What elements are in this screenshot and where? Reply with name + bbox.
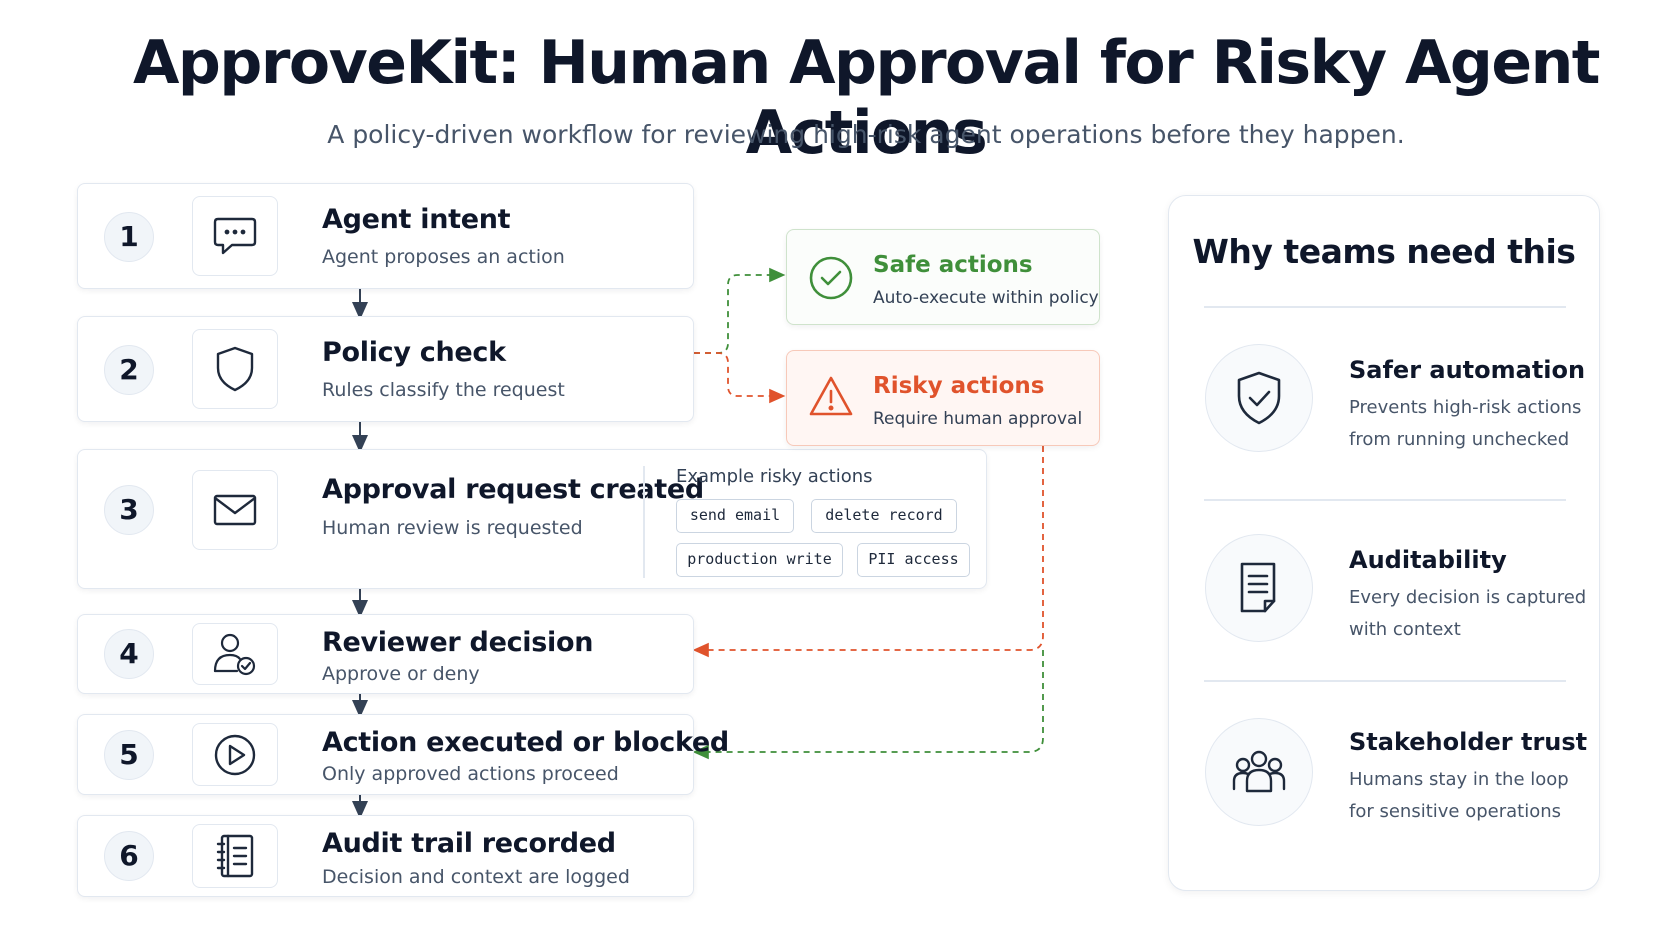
benefit-title: Auditability [1349, 546, 1507, 574]
chat-bubble-icon [192, 196, 278, 276]
step-policy-check: 2 Policy check Rules classify the reques… [77, 316, 694, 422]
warning-triangle-icon [807, 373, 855, 421]
step-number: 4 [104, 629, 154, 679]
step-description: Approve or deny [322, 663, 480, 685]
step-description: Rules classify the request [322, 379, 565, 401]
safe-actions-title: Safe actions [873, 252, 1033, 278]
step-title: Agent intent [322, 204, 511, 235]
step-number: 1 [104, 212, 154, 262]
examples-divider [643, 466, 645, 578]
step-title: Approval request created [322, 474, 704, 505]
shield-check-icon [1205, 344, 1313, 452]
risky-action-tag: delete record [811, 499, 957, 533]
risky-action-tag: send email [676, 499, 794, 533]
step-title: Audit trail recorded [322, 828, 616, 859]
risky-branch-arrow [694, 352, 786, 404]
step-number: 3 [104, 485, 154, 535]
step-number: 6 [104, 831, 154, 881]
risky-actions-title: Risky actions [873, 373, 1045, 399]
play-circle-icon [192, 723, 278, 786]
why-teams-panel: Why teams need this Safer automation Pre… [1168, 195, 1600, 891]
page-subtitle: A policy-driven workflow for reviewing h… [327, 120, 1405, 149]
risky-to-reviewer-arrow [692, 446, 1044, 658]
benefit-description: Prevents high-risk actions from running … [1349, 397, 1582, 450]
step-reviewer-decision: 4 Reviewer decision Approve or deny [77, 614, 694, 694]
step-description: Agent proposes an action [322, 246, 565, 268]
panel-divider [1204, 499, 1566, 501]
benefit-title: Safer automation [1349, 356, 1586, 384]
step-description: Decision and context are logged [322, 866, 630, 888]
panel-title: Why teams need this [1192, 232, 1576, 271]
risky-action-tag: production write [676, 543, 843, 577]
examples-heading: Example risky actions [676, 466, 873, 487]
benefit-description: Humans stay in the loop for sensitive op… [1349, 769, 1569, 822]
step-description: Only approved actions proceed [322, 763, 619, 785]
step-action-executed: 5 Action executed or blocked Only approv… [77, 714, 729, 795]
step-title: Policy check [322, 337, 506, 368]
people-group-icon [1205, 718, 1313, 826]
panel-divider [1204, 680, 1566, 682]
step-title: Action executed or blocked [322, 727, 729, 758]
safe-actions-card: Safe actions Auto-execute within policy [786, 229, 1100, 325]
step-number: 2 [104, 345, 154, 395]
panel-divider [1204, 306, 1566, 308]
safe-branch-arrow [694, 267, 786, 354]
risky-actions-card: Risky actions Require human approval [786, 350, 1100, 446]
step-agent-intent: 1 Agent intent Agent proposes an action [77, 183, 694, 289]
risky-action-tag: PII access [857, 543, 970, 577]
benefit-title: Stakeholder trust [1349, 728, 1588, 756]
shield-icon [192, 329, 278, 409]
step-description: Human review is requested [322, 517, 583, 539]
step-title: Reviewer decision [322, 627, 594, 658]
safe-to-execute-arrow [692, 650, 1044, 760]
risky-actions-description: Require human approval [873, 409, 1083, 429]
safe-actions-description: Auto-execute within policy [873, 288, 1099, 308]
notebook-icon [192, 824, 278, 888]
step-approval-request: 3 Approval request created Human review … [77, 449, 987, 589]
benefit-description: Every decision is captured with context [1349, 587, 1587, 640]
user-check-icon [192, 623, 278, 685]
document-icon [1205, 534, 1313, 642]
page-title: ApproveKit: Human Approval for Risky Age… [133, 28, 1600, 168]
envelope-icon [192, 470, 278, 550]
step-number: 5 [104, 730, 154, 780]
step-audit-trail: 6 Audit trail recorded Decision and cont… [77, 815, 694, 897]
check-circle-icon [807, 254, 855, 302]
